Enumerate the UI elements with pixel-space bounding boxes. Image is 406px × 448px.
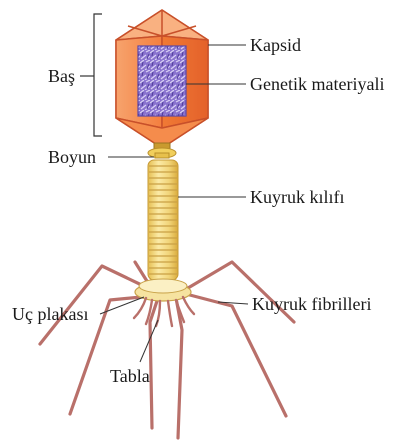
label-tail-sheath: Kuyruk kılıfı xyxy=(250,187,345,207)
label-end-plate: Uç plakası xyxy=(12,304,88,324)
label-genetic-material: Genetik materiyali xyxy=(250,74,384,94)
label-capsid: Kapsid xyxy=(250,35,301,55)
label-head: Baş xyxy=(48,66,75,86)
label-base: Tabla xyxy=(110,366,150,386)
tail-sheath xyxy=(148,160,178,280)
genetic-material xyxy=(138,46,186,116)
label-neck: Boyun xyxy=(48,147,96,167)
label-tail-fibers: Kuyruk fibrilleri xyxy=(252,294,371,314)
neck-collar xyxy=(148,143,176,158)
head-bracket xyxy=(80,14,102,136)
